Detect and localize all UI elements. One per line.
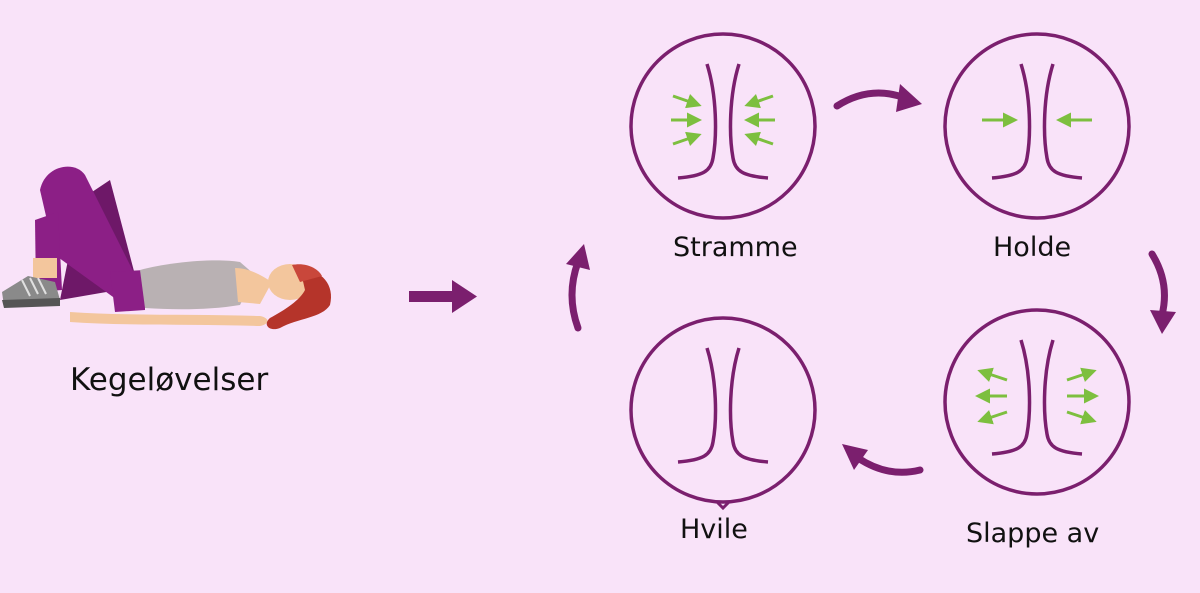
pelvic-muscle-icon	[629, 32, 817, 220]
step-label-hvile: Hvile	[680, 514, 748, 545]
step-label-stramme: Stramme	[673, 232, 798, 263]
right-arrow-icon	[409, 280, 477, 313]
woman-lying-icon	[2, 166, 332, 330]
curved-arrow-icon	[566, 244, 590, 332]
curved-arrow-icon	[842, 444, 924, 476]
pelvic-muscle-icon	[943, 308, 1131, 496]
pelvic-muscle-icon	[629, 316, 817, 511]
exercise-title: Kegeløvelser	[70, 362, 269, 398]
pelvic-muscle-icon	[943, 32, 1131, 220]
curved-arrow-icon	[833, 84, 922, 112]
step-label-slappe-av: Slappe av	[966, 518, 1100, 549]
curved-arrow-icon	[1148, 250, 1176, 334]
step-label-holde: Holde	[993, 232, 1072, 263]
